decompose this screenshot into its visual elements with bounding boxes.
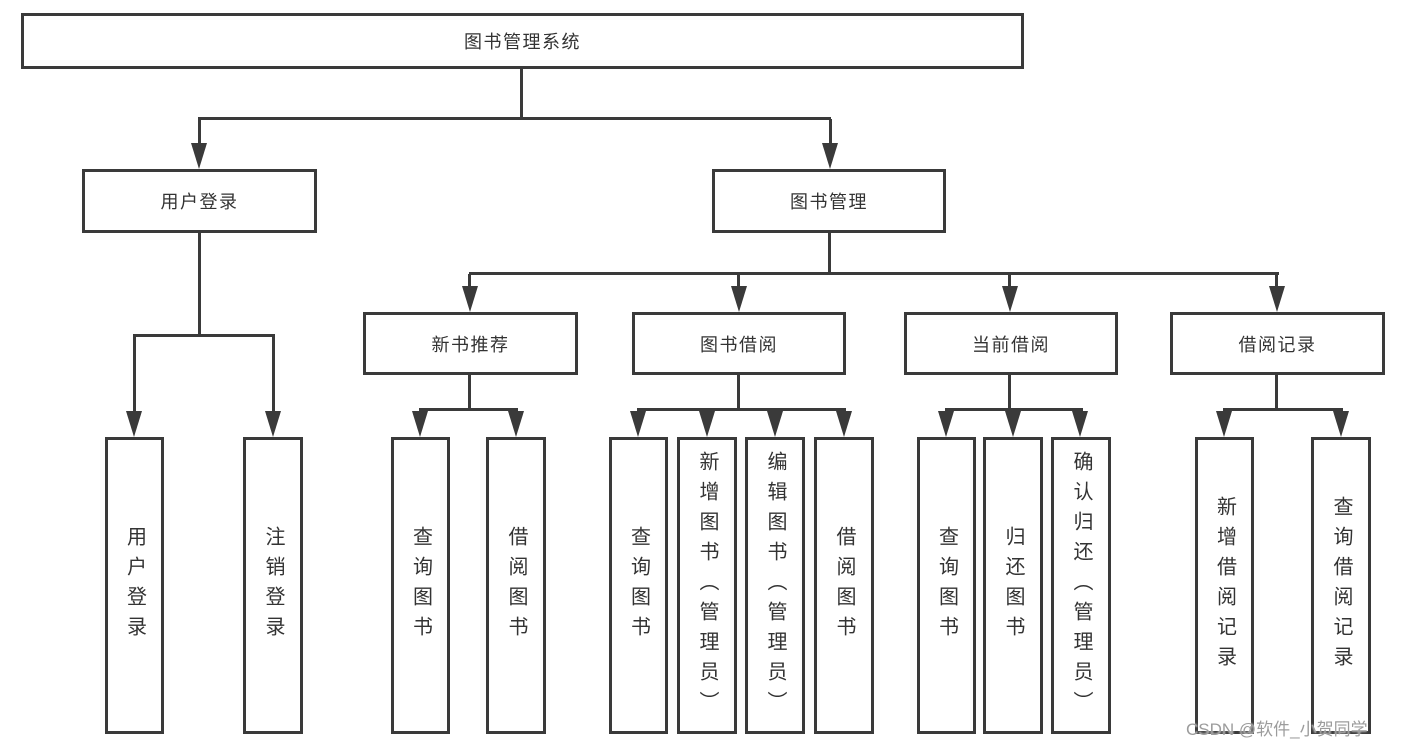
leaf-label: 编辑图书（管理员）	[764, 450, 786, 721]
arrow-down-icon	[731, 286, 747, 312]
leaf-query-books-current: 查询图书	[917, 437, 976, 734]
node-book-borrowing: 图书借阅	[632, 312, 846, 375]
connector-new-book-stem	[468, 375, 471, 409]
connector-new-book-split	[419, 408, 518, 411]
connector-to-borrowing-records	[1275, 274, 1278, 288]
node-library-management-system: 图书管理系统	[21, 13, 1024, 69]
connector-to-leaf-user-login	[133, 336, 136, 413]
arrow-down-icon	[1269, 286, 1285, 312]
arrow-down-icon	[1216, 411, 1232, 437]
leaf-add-book-admin: 新增图书（管理员）	[677, 437, 737, 734]
leaf-add-borrow-record: 新增借阅记录	[1195, 437, 1254, 734]
leaf-label: 查询借阅记录	[1330, 495, 1352, 676]
leaf-label: 归还图书	[1002, 525, 1024, 646]
leaf-user-login: 用户登录	[105, 437, 164, 734]
node-user-login: 用户登录	[82, 169, 317, 233]
connector-to-book-borrowing	[737, 274, 740, 288]
arrow-down-icon	[1333, 411, 1349, 437]
node-current-borrowing: 当前借阅	[904, 312, 1118, 375]
connector-current-borrowing-split	[945, 408, 1083, 411]
connector-book-borrowing-split	[637, 408, 846, 411]
leaf-label: 新增借阅记录	[1213, 495, 1236, 676]
node-label: 当前借阅	[972, 334, 1050, 355]
arrow-down-icon	[191, 143, 207, 169]
leaf-borrow-books-recommend: 借阅图书	[486, 437, 546, 734]
node-label: 图书借阅	[700, 334, 778, 355]
node-label: 图书管理系统	[464, 32, 581, 52]
watermark-text: CSDN @软件_小贺同学	[1186, 720, 1368, 739]
leaf-label: 查询图书	[409, 525, 432, 646]
connector-user-login-stem	[198, 233, 201, 336]
arrow-down-icon	[412, 411, 428, 437]
leaf-return-books: 归还图书	[983, 437, 1043, 734]
leaf-query-borrow-record: 查询借阅记录	[1311, 437, 1371, 734]
arrow-down-icon	[938, 411, 954, 437]
leaf-label: 注销登录	[262, 525, 284, 646]
connector-user-login-split	[133, 334, 275, 337]
connector-to-leaf-logout	[272, 336, 275, 413]
node-label: 新书推荐	[431, 334, 510, 355]
connector-book-management-stem	[828, 233, 831, 274]
connector-current-borrowing-stem	[1008, 375, 1011, 409]
leaf-query-books-borrowing: 查询图书	[609, 437, 668, 734]
connector-root-split	[198, 117, 831, 120]
leaf-label: 查询图书	[627, 525, 650, 646]
connector-to-user-login	[198, 119, 201, 147]
leaf-confirm-return-admin: 确认归还（管理员）	[1051, 437, 1111, 734]
arrow-down-icon	[630, 411, 646, 437]
leaf-label: 借阅图书	[833, 525, 855, 646]
node-book-management: 图书管理	[712, 169, 946, 233]
leaf-label: 新增图书（管理员）	[696, 450, 718, 721]
leaf-label: 查询图书	[935, 525, 958, 646]
leaf-label: 用户登录	[123, 525, 146, 646]
connector-borrowing-records-stem	[1275, 375, 1278, 409]
node-label: 借阅记录	[1238, 334, 1317, 355]
leaf-query-books-recommend: 查询图书	[391, 437, 450, 734]
arrow-down-icon	[1002, 286, 1018, 312]
arrow-down-icon	[822, 143, 838, 169]
connector-to-current-borrowing	[1008, 274, 1011, 288]
leaf-borrow-books-borrowing: 借阅图书	[814, 437, 874, 734]
connector-root-stem	[520, 69, 523, 119]
node-label: 用户登录	[160, 192, 239, 212]
leaf-logout: 注销登录	[243, 437, 303, 734]
arrow-down-icon	[767, 411, 783, 437]
leaf-label: 确认归还（管理员）	[1070, 450, 1092, 721]
arrow-down-icon	[126, 411, 142, 437]
arrow-down-icon	[1072, 411, 1088, 437]
arrow-down-icon	[836, 411, 852, 437]
connector-book-management-split	[469, 272, 1279, 275]
arrow-down-icon	[508, 411, 524, 437]
arrow-down-icon	[1005, 411, 1021, 437]
connector-borrowing-records-split	[1223, 408, 1343, 411]
leaf-edit-book-admin: 编辑图书（管理员）	[745, 437, 805, 734]
node-borrowing-records: 借阅记录	[1170, 312, 1385, 375]
leaf-label: 借阅图书	[505, 525, 527, 646]
arrow-down-icon	[699, 411, 715, 437]
connector-to-book-management	[829, 119, 832, 147]
connector-to-new-book	[468, 274, 471, 288]
connector-book-borrowing-stem	[737, 375, 740, 409]
arrow-down-icon	[462, 286, 478, 312]
node-label: 图书管理	[790, 192, 868, 212]
arrow-down-icon	[265, 411, 281, 437]
node-new-book-recommendation: 新书推荐	[363, 312, 578, 375]
